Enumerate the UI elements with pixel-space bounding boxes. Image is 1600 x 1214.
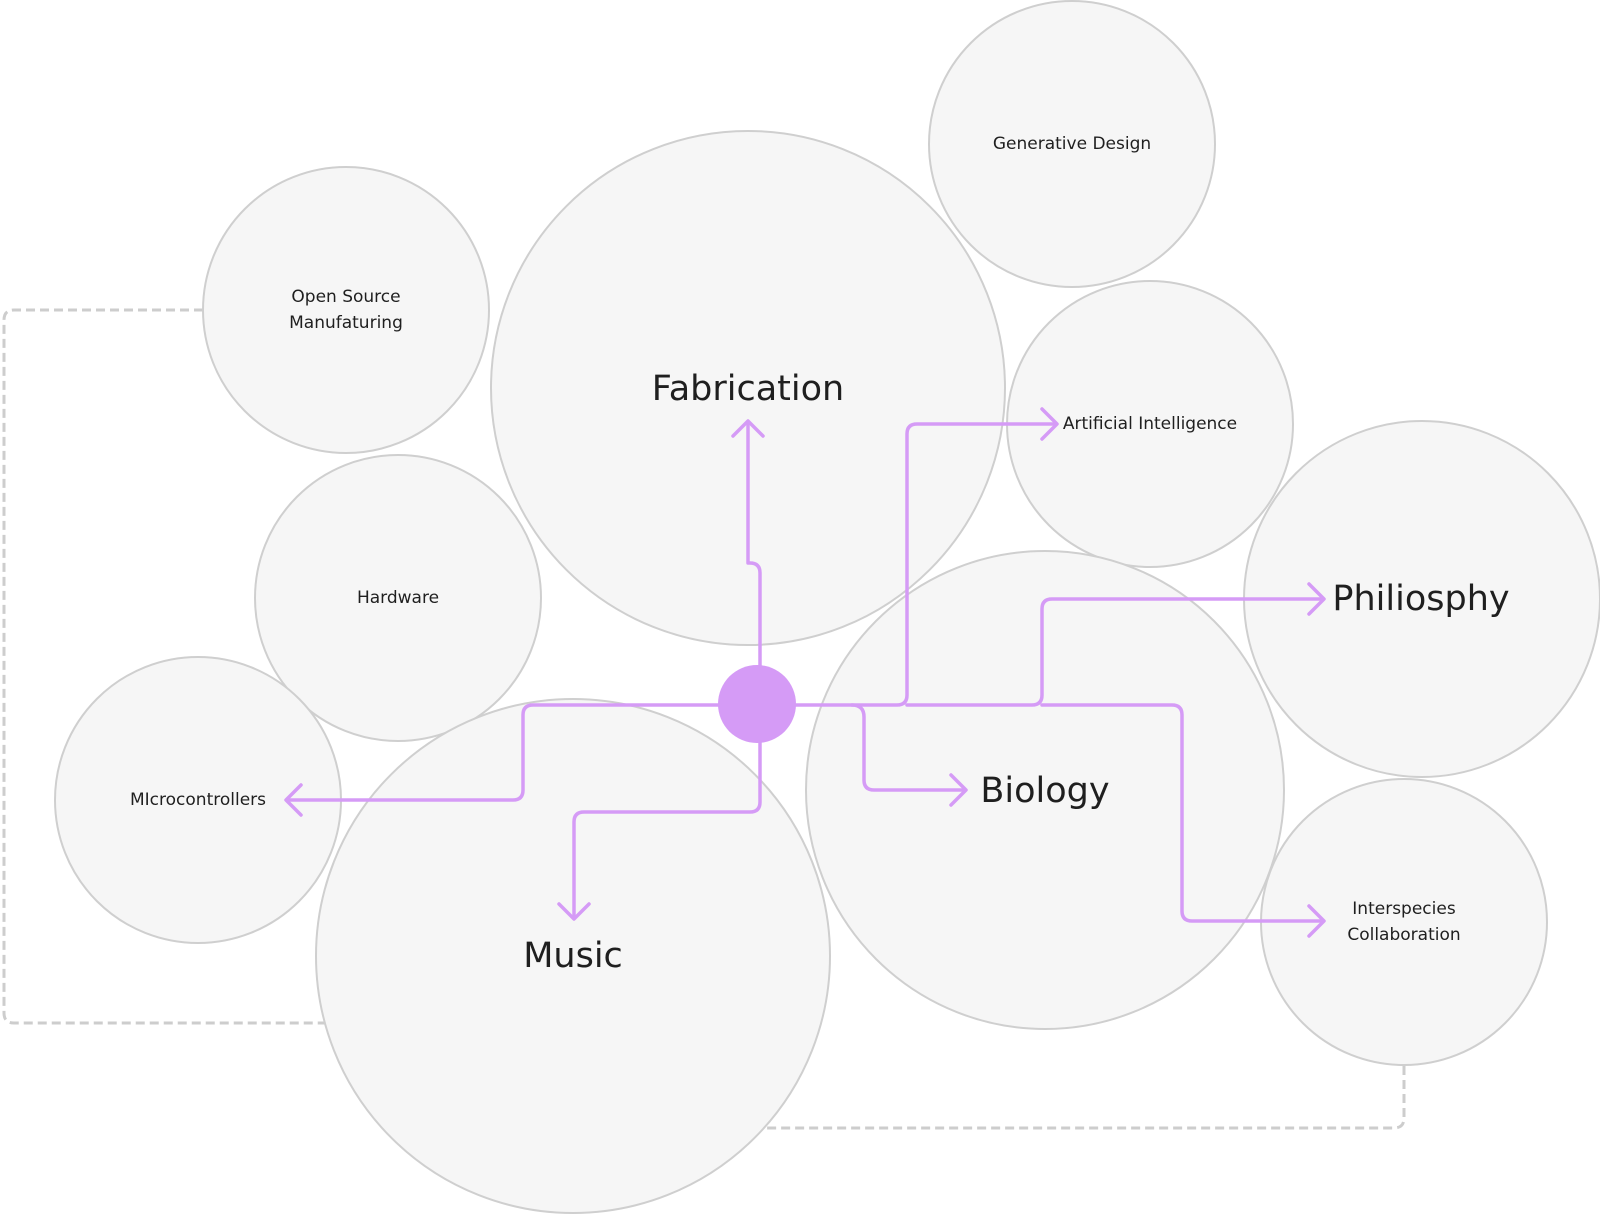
- hub-node[interactable]: [718, 665, 796, 743]
- arrowhead-music: [557, 902, 591, 921]
- hardware-bubble[interactable]: [254, 454, 542, 742]
- flow-to-music: [572, 703, 762, 919]
- flow-to-interspecies: [1040, 703, 1324, 923]
- generative-design-bubble[interactable]: [928, 0, 1216, 288]
- music-bubble[interactable]: [315, 698, 831, 1214]
- open-source-manufacturing-label-line2: Manufaturing: [289, 313, 403, 333]
- flow-to-biology: [850, 703, 966, 792]
- biology-label: Biology: [980, 771, 1109, 811]
- music-label: Music: [523, 936, 623, 976]
- microcontrollers-label: MIcrocontrollers: [130, 790, 266, 810]
- artificial-intelligence-label: Artificial Intelligence: [1063, 414, 1237, 434]
- flow-to-fabrication: [746, 423, 762, 707]
- flow-to-microcontrollers: [286, 703, 762, 802]
- flow-to-artificial-intelligence: [758, 422, 1057, 707]
- interspecies-collaboration-label-line2: Collaboration: [1347, 925, 1460, 945]
- open-source-manufacturing-bubble[interactable]: [202, 166, 490, 454]
- open-source-manufacturing-label: Open Source: [291, 287, 400, 307]
- dashed-connector-bottom: [765, 1066, 1406, 1130]
- arrowhead-artificial-intelligence: [1040, 407, 1059, 441]
- arrowhead-biology: [949, 773, 968, 807]
- arrowhead-interspecies: [1307, 904, 1326, 938]
- fabrication-label: Fabrication: [652, 369, 844, 409]
- biology-bubble[interactable]: [805, 550, 1285, 1030]
- hardware-label: Hardware: [357, 588, 439, 608]
- generative-design-label: Generative Design: [993, 134, 1151, 154]
- arrowhead-microcontrollers: [284, 783, 303, 817]
- arrowhead-philosophy: [1307, 582, 1326, 616]
- flow-to-philosophy: [905, 597, 1324, 707]
- flow-lines: [284, 407, 1326, 938]
- fabrication-bubble[interactable]: [490, 130, 1006, 646]
- interspecies-collaboration-label: Interspecies: [1352, 899, 1456, 919]
- dashed-connector-left: [2, 308, 330, 1025]
- arrowhead-fabrication: [731, 419, 765, 438]
- philosophy-label: Philiosphy: [1332, 579, 1509, 619]
